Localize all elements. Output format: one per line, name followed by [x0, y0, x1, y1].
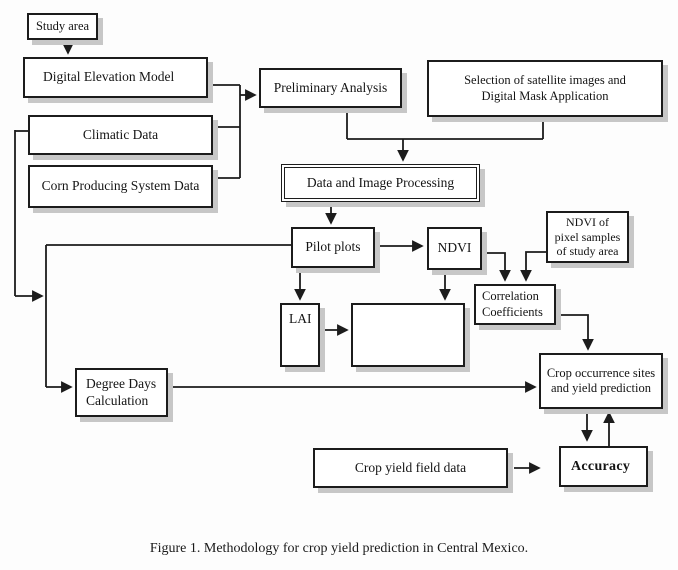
- node-digital-elevation-model: Digital Elevation Model: [23, 57, 208, 98]
- node-lai: LAI: [280, 303, 320, 367]
- node-study-area: Study area: [27, 13, 98, 40]
- node-ndvi: NDVI: [427, 227, 482, 270]
- node-correlation-coefficients: Correlation Coefficients: [474, 284, 556, 325]
- node-pilot-plots: Pilot plots: [291, 227, 375, 268]
- node-selection-satellite-images: Selection of satellite images and Digita…: [427, 60, 663, 117]
- figure-caption: Figure 1. Methodology for crop yield pre…: [149, 541, 529, 556]
- node-corn-producing-system-data: Corn Producing System Data: [28, 165, 213, 208]
- node-preliminary-analysis: Preliminary Analysis: [259, 68, 402, 108]
- node-data-image-processing: Data and Image Processing: [281, 164, 480, 202]
- arrow-ndvi-to-correlation: [482, 252, 511, 282]
- arrow-ndvipixel-to-correlation: [520, 251, 546, 282]
- node-accuracy: Accuracy: [559, 446, 648, 487]
- arrow-correlation-to-cropocc: [556, 314, 594, 351]
- node-climatic-data: Climatic Data: [28, 115, 213, 155]
- node-ndvi-pixel-samples: NDVI of pixel samples of study area: [546, 211, 629, 263]
- node-crop-yield-field-data: Crop yield field data: [313, 448, 508, 488]
- node-degree-days-calculation: Degree Days Calculation: [75, 368, 168, 417]
- node-crop-occurrence-sites: Crop occurrence sites and yield predicti…: [539, 353, 663, 409]
- node-unlabeled-output-box: [351, 303, 465, 367]
